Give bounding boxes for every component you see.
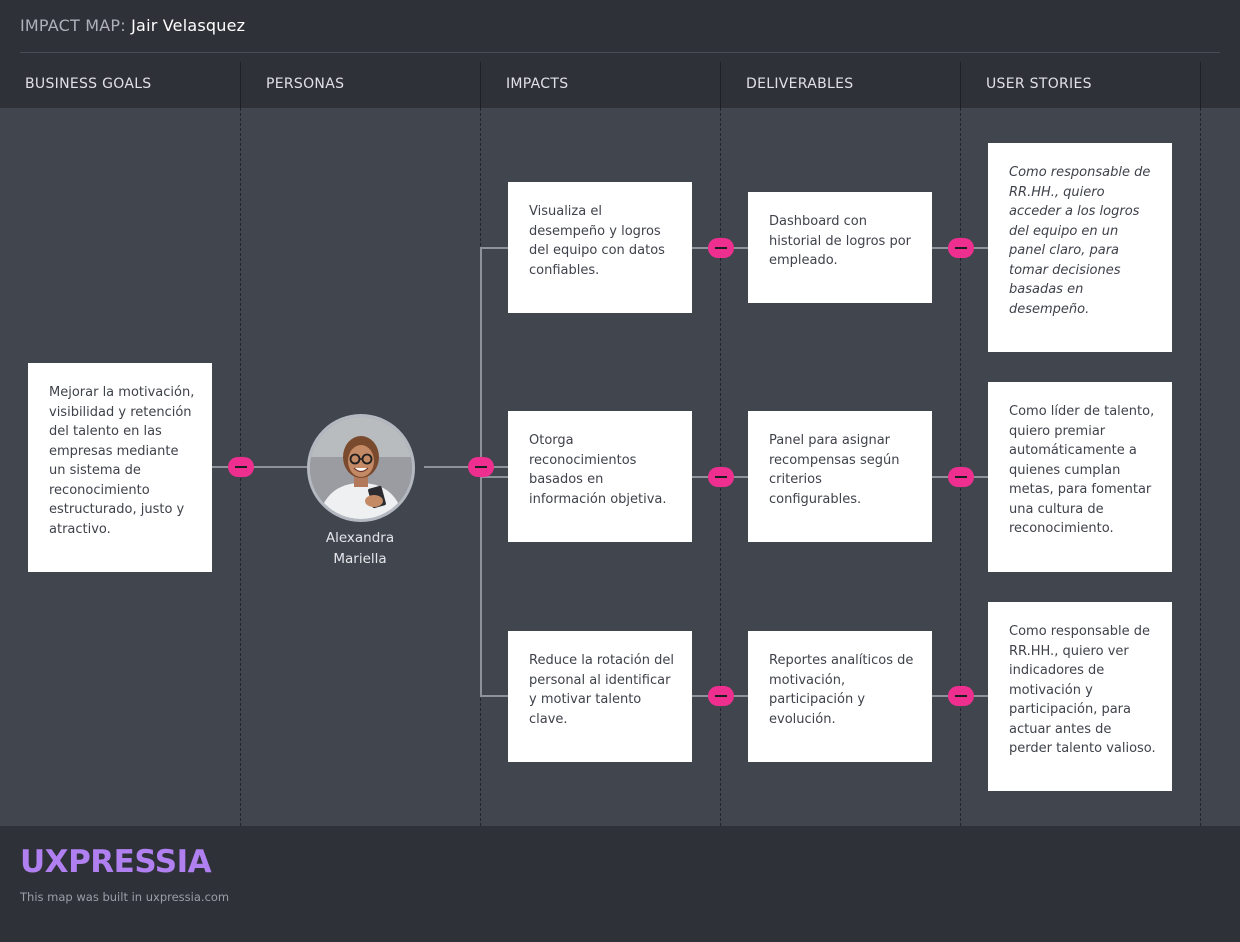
header-divider bbox=[20, 52, 1220, 53]
collapse-impact-button[interactable] bbox=[708, 238, 734, 258]
connector-goal-persona bbox=[212, 466, 326, 468]
page-title: IMPACT MAP: Jair Velasquez bbox=[20, 16, 245, 35]
collapse-impact-button[interactable] bbox=[708, 686, 734, 706]
impact-card[interactable]: Visualiza el desempeño y logros del equi… bbox=[508, 182, 692, 313]
collapse-deliverable-button[interactable] bbox=[948, 467, 974, 487]
column-header-business-goals[interactable]: BUSINESS GOALS bbox=[0, 62, 241, 108]
brand-logo[interactable]: UXPRESSIA bbox=[20, 844, 212, 880]
impact-card[interactable]: Otorga reconocimientos basados en inform… bbox=[508, 411, 692, 542]
business-goal-card[interactable]: Mejorar la motivación, visibilidad y ret… bbox=[28, 363, 212, 572]
deliverable-card[interactable]: Panel para asignar recompensas según cri… bbox=[748, 411, 932, 542]
user-story-card[interactable]: Como responsable de RR.HH., quiero ver i… bbox=[988, 602, 1172, 791]
collapse-deliverable-button[interactable] bbox=[948, 238, 974, 258]
column-header-deliverables[interactable]: DELIVERABLES bbox=[721, 62, 961, 108]
persona-avatar[interactable] bbox=[307, 414, 415, 522]
collapse-impact-button[interactable] bbox=[708, 467, 734, 487]
column-divider bbox=[1200, 108, 1201, 826]
impact-card[interactable]: Reduce la rotación del personal al ident… bbox=[508, 631, 692, 762]
footer-credit[interactable]: This map was built in uxpressia.com bbox=[20, 890, 230, 904]
avatar-photo-icon bbox=[310, 417, 412, 519]
column-header-personas[interactable]: PERSONAS bbox=[241, 62, 481, 108]
column-header-user-stories[interactable]: USER STORIES bbox=[961, 62, 1201, 108]
column-header-extra bbox=[1201, 62, 1240, 108]
persona-name[interactable]: Alexandra Mariella bbox=[325, 530, 395, 567]
connector-impact-1 bbox=[480, 247, 508, 249]
map-owner-name: Jair Velasquez bbox=[131, 16, 246, 35]
column-header-impacts[interactable]: IMPACTS bbox=[481, 62, 721, 108]
deliverable-card[interactable]: Dashboard con historial de logros por em… bbox=[748, 192, 932, 303]
collapse-deliverable-button[interactable] bbox=[948, 686, 974, 706]
column-headers: BUSINESS GOALS PERSONAS IMPACTS DELIVERA… bbox=[0, 62, 1240, 108]
footer: UXPRESSIA This map was built in uxpressi… bbox=[0, 826, 1240, 942]
title-prefix: IMPACT MAP: bbox=[20, 16, 126, 35]
collapse-persona-button[interactable] bbox=[468, 457, 494, 477]
connector-impact-2 bbox=[480, 476, 508, 478]
header: IMPACT MAP: Jair Velasquez bbox=[0, 0, 1240, 54]
deliverable-card[interactable]: Reportes analíticos de motivación, parti… bbox=[748, 631, 932, 762]
impact-map-board: Mejorar la motivación, visibilidad y ret… bbox=[0, 108, 1240, 826]
connector-impact-3 bbox=[480, 695, 508, 697]
user-story-card[interactable]: Como líder de talento, quiero premiar au… bbox=[988, 382, 1172, 572]
connector-persona-impacts bbox=[424, 466, 508, 468]
user-story-card[interactable]: Como responsable de RR.HH., quiero acced… bbox=[988, 143, 1172, 352]
collapse-goal-button[interactable] bbox=[228, 457, 254, 477]
